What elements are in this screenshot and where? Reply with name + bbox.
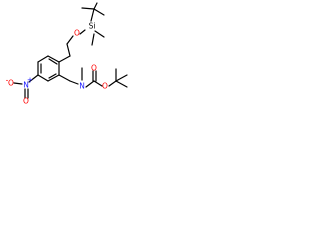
ring-double-1 bbox=[48, 58, 58, 65]
bond-tbu-me-a bbox=[115, 80, 128, 88]
benzene-ring bbox=[37, 55, 71, 82]
bond-si-methyl-2 bbox=[91, 33, 95, 46]
atom-o-nitro-single: O bbox=[8, 79, 14, 88]
atom-o-nitro-single-charge: - bbox=[6, 76, 9, 85]
bond-tbu-methyl-1 bbox=[81, 7, 95, 10]
ring-bond-5 bbox=[37, 74, 49, 82]
ring-bond-1 bbox=[58, 55, 71, 63]
tert-butyl-silyl-group bbox=[79, 2, 105, 46]
bond-ch2-n bbox=[69, 80, 79, 85]
atom-o-nitro-double: O bbox=[23, 97, 29, 106]
atom-si: Si bbox=[89, 22, 96, 31]
chemical-structure: Si O N + O - O N O O bbox=[6, 2, 128, 106]
bond-tbu-methyl-3 bbox=[93, 8, 105, 16]
bond-tbu-methyl-2 bbox=[93, 2, 98, 10]
bond-ring-nitro bbox=[28, 74, 39, 83]
bond-o-ch2 bbox=[66, 35, 74, 45]
atom-o-carbamate-ester: O bbox=[102, 82, 108, 91]
atom-o-carbamate-carbonyl: O bbox=[91, 64, 97, 73]
atom-n-amine: N bbox=[79, 82, 85, 91]
bond-si-o bbox=[79, 29, 86, 35]
atom-labels: Si O N + O - O N O O bbox=[6, 22, 108, 106]
bond-n-carbonyl bbox=[85, 80, 95, 88]
bond-si-methyl-1 bbox=[94, 30, 105, 38]
atom-n-nitro-charge: + bbox=[27, 76, 33, 85]
bond-carbonyl-o-ester bbox=[93, 80, 103, 87]
atom-n-nitro: N bbox=[23, 81, 29, 90]
bond-tbu-si bbox=[90, 8, 95, 22]
bond-o-tbu bbox=[108, 80, 117, 87]
bond-nitro-o-single bbox=[13, 82, 23, 85]
atom-o-ether: O bbox=[74, 29, 80, 38]
bond-ch2-ring bbox=[66, 43, 71, 57]
ring-bond-3 bbox=[37, 55, 49, 63]
bond-ring-ch2 bbox=[58, 74, 71, 82]
ring-bond-2 bbox=[47, 55, 60, 63]
ring-double-3 bbox=[48, 73, 57, 79]
ring-bond-6 bbox=[47, 74, 60, 82]
bond-tbu-me-c bbox=[115, 74, 128, 82]
